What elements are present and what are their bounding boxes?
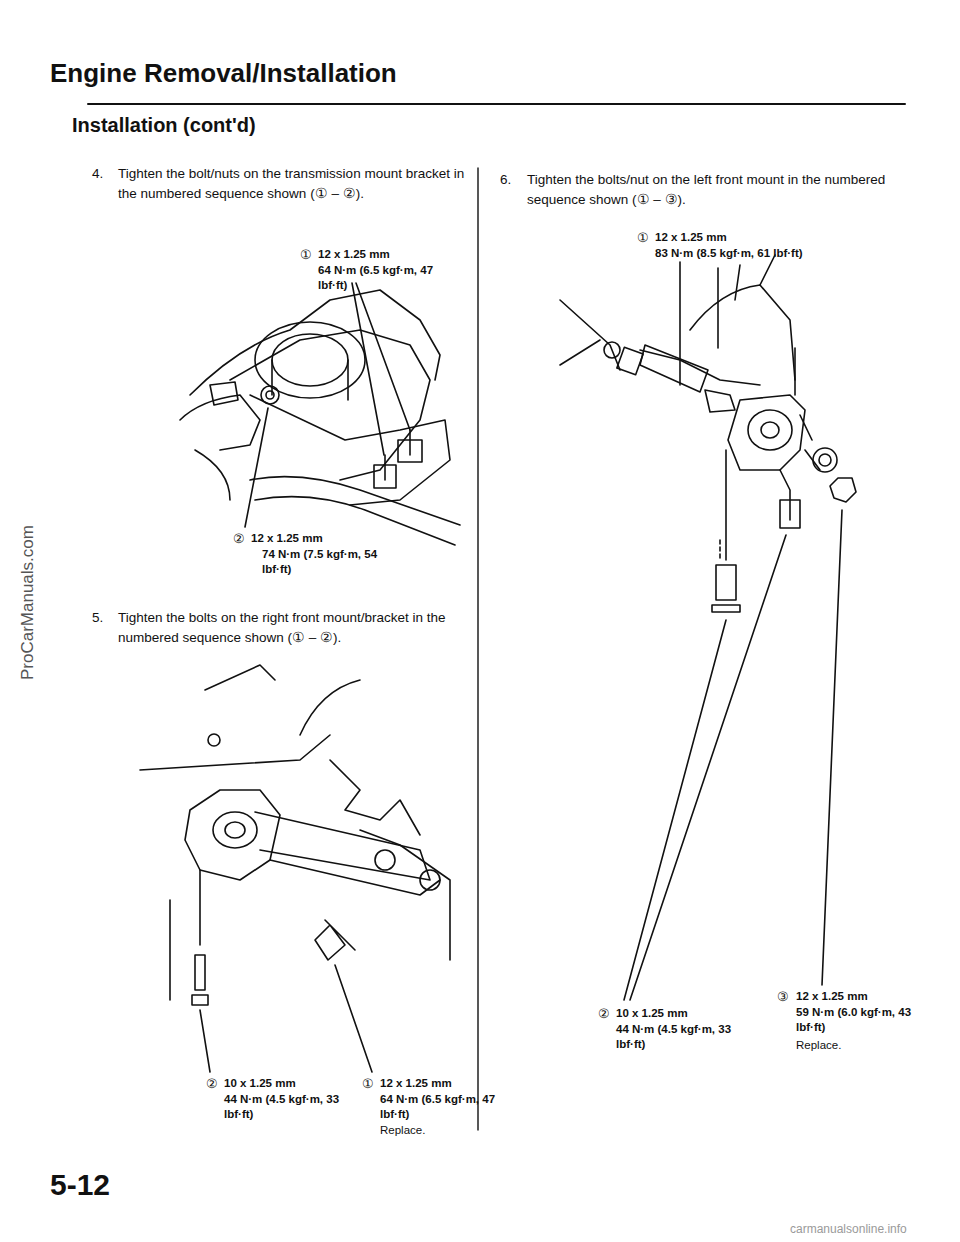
- step-number: 6.: [500, 170, 511, 190]
- step-number: 5.: [92, 608, 103, 628]
- torque-spec: 64 N·m (6.5 kgf·m, 47 lbf·ft): [318, 263, 436, 293]
- torque-spec: 44 N·m (4.5 kgf·m, 33 lbf·ft): [616, 1022, 738, 1052]
- step-number: 4.: [92, 164, 103, 184]
- bolt-size: 12 x 1.25 mm: [251, 531, 381, 546]
- callout-number: ①: [637, 230, 649, 245]
- bolt-size: 12 x 1.25 mm: [380, 1076, 510, 1091]
- callout-number: ②: [206, 1076, 218, 1091]
- watermark: ProCarManuals.com: [18, 525, 38, 680]
- torque-spec: 59 N·m (6.0 kgf·m, 43 lbf·ft): [796, 1005, 918, 1035]
- callout-number: ③: [777, 989, 789, 1004]
- step-text: Tighten the bolt/nuts on the transmissio…: [118, 164, 468, 204]
- bolt-size: 12 x 1.25 mm: [796, 989, 926, 1004]
- bolt-size: 12 x 1.25 mm: [655, 230, 805, 245]
- callout-number: ①: [362, 1076, 374, 1091]
- note: Replace.: [796, 1038, 841, 1053]
- bolt-size: 12 x 1.25 mm: [318, 247, 458, 262]
- page-number: 5-12: [50, 1168, 110, 1202]
- step-text: Tighten the bolts on the right front mou…: [118, 608, 468, 648]
- page-title: Engine Removal/Installation: [50, 58, 397, 89]
- callout-number: ②: [233, 531, 245, 546]
- bolt-size: 10 x 1.25 mm: [616, 1006, 746, 1021]
- watermark: carmanualsonline.info: [790, 1222, 907, 1236]
- torque-spec: 74 N·m (7.5 kgf·m, 54 lbf·ft): [262, 547, 380, 577]
- callout-number: ①: [300, 247, 312, 262]
- torque-spec: 64 N·m (6.5 kgf·m, 47 lbf·ft): [380, 1092, 498, 1122]
- step-text: Tighten the bolts/nut on the left front …: [527, 170, 892, 210]
- torque-spec: 83 N·m (8.5 kgf·m, 61 lbf·ft): [655, 246, 895, 261]
- note: Replace.: [380, 1123, 425, 1138]
- torque-spec: 44 N·m (4.5 kgf·m, 33 lbf·ft): [224, 1092, 342, 1122]
- bolt-size: 10 x 1.25 mm: [224, 1076, 354, 1091]
- section-heading: Installation (cont'd): [72, 114, 256, 137]
- callout-number: ②: [598, 1006, 610, 1021]
